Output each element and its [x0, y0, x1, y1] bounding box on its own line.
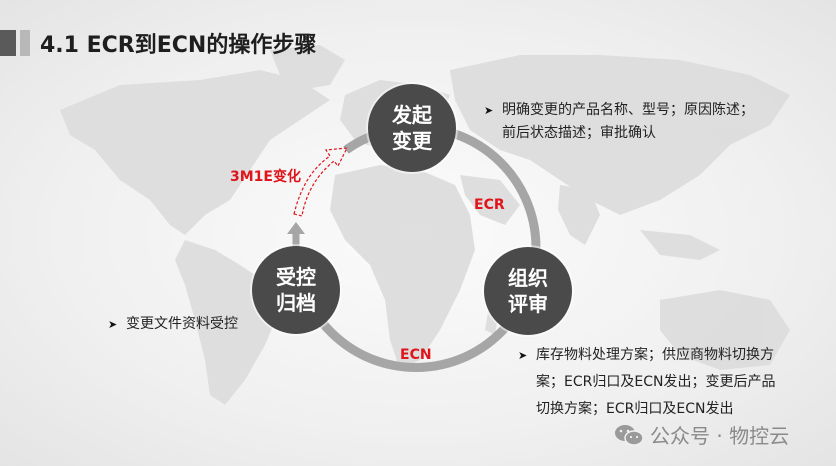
bullet-arrow-icon: ➤ — [484, 104, 494, 117]
node-organize-review: 组织 评审 — [484, 247, 572, 335]
note-initiate: ➤ 明确变更的产品名称、型号；原因陈述； 前后状态描述；审批确认 — [484, 99, 754, 144]
label-ecn: ECN — [400, 347, 432, 363]
watermark: 公众号 · 物控云 — [614, 420, 789, 449]
note-review-line2: 案；ECR归口及ECN发出；变更后产品 — [536, 374, 776, 390]
node-archive-line2: 归档 — [276, 291, 316, 315]
label-3m1e-change: 3M1E变化 — [230, 169, 301, 185]
node-archive-line1: 受控 — [276, 265, 316, 289]
note-review-line3: 切换方案；ECR归口及ECN发出 — [536, 401, 734, 417]
wechat-icon — [615, 424, 644, 446]
node-initiate-line2: 变更 — [392, 129, 432, 153]
up-arrow-head-icon — [287, 222, 305, 234]
label-ecr: ECR — [474, 197, 505, 213]
note-archive: ➤ 变更文件资料受控 — [108, 313, 238, 336]
slide-title: 4.1 ECR到ECN的操作步骤 — [40, 33, 317, 58]
note-initiate-line1: 明确变更的产品名称、型号；原因陈述； — [502, 102, 754, 118]
watermark-text: 公众号 · 物控云 — [650, 424, 790, 448]
note-initiate-line2: 前后状态描述；审批确认 — [502, 125, 656, 141]
node-review-line1: 组织 — [508, 266, 548, 290]
node-review-line2: 评审 — [508, 292, 548, 316]
node-initiate-line1: 发起 — [392, 103, 432, 127]
note-review-line1: 库存物料处理方案；供应商物料切换方 — [536, 347, 774, 363]
node-controlled-archive: 受控 归档 — [252, 246, 340, 334]
bullet-arrow-icon: ➤ — [108, 318, 118, 331]
title-accent-block-dark — [0, 30, 16, 56]
note-review: ➤ 库存物料处理方案；供应商物料切换方 案；ECR归口及ECN发出；变更后产品 切… — [518, 342, 775, 423]
node-initiate-change: 发起 变更 — [368, 84, 456, 172]
slide-header: 4.1 ECR到ECN的操作步骤 — [0, 30, 317, 58]
note-archive-line1: 变更文件资料受控 — [126, 316, 238, 332]
title-accent-block-light — [20, 30, 30, 56]
dashed-change-arrow-icon — [293, 147, 349, 217]
bullet-arrow-icon: ➤ — [518, 349, 528, 362]
